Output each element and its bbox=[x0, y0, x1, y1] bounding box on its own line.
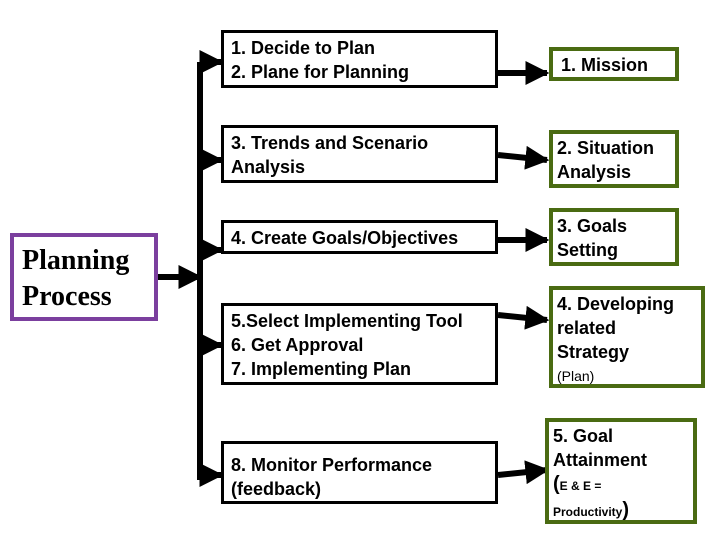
outcome-4-line-3: Strategy bbox=[557, 342, 630, 362]
outcome-5-note-line: (E & E = bbox=[553, 472, 693, 498]
root-label-line-1: Planning bbox=[22, 245, 130, 276]
outcome-4-line-2: related bbox=[557, 318, 617, 338]
outcome-1-line-1: 1. Mission bbox=[561, 55, 649, 75]
outcome-box-3: 3. Goals Setting bbox=[549, 208, 679, 266]
outcome-3-line-2: Setting bbox=[557, 240, 618, 260]
step-2-line-2: Analysis bbox=[231, 157, 306, 177]
step-5-line-2: (feedback) bbox=[231, 479, 322, 499]
outcome-4-line-1: 4. Developing bbox=[557, 294, 675, 314]
step-box-1: 1. Decide to Plan 2. Plane for Planning bbox=[221, 30, 498, 88]
result-line-4 bbox=[497, 305, 550, 330]
step-2-line-1: 3. Trends and Scenario bbox=[231, 133, 429, 153]
outcome-5-note-close: ) bbox=[622, 499, 630, 521]
outcome-5-note-text-2: Productivity bbox=[553, 505, 623, 519]
outcome-5-line-1: 5. Goal bbox=[553, 426, 614, 446]
step-box-5: 8. Monitor Performance (feedback) bbox=[221, 441, 498, 504]
planning-process-box: Planning Process bbox=[10, 233, 158, 321]
outcome-5-line-2: Attainment bbox=[553, 450, 647, 470]
outcome-box-4: 4. Developing related Strategy (Plan) bbox=[549, 286, 705, 388]
step-1-line-1: 1. Decide to Plan bbox=[231, 38, 376, 58]
root-label-line-2: Process bbox=[22, 281, 112, 312]
step-1-line-2: 2. Plane for Planning bbox=[231, 62, 410, 82]
result-line-2 bbox=[497, 145, 550, 170]
outcome-3-line-1: 3. Goals bbox=[557, 216, 628, 236]
step-3-line-1: 4. Create Goals/Objectives bbox=[231, 228, 459, 248]
step-box-2: 3. Trends and Scenario Analysis bbox=[221, 125, 498, 183]
outcome-box-2: 2. Situation Analysis bbox=[549, 130, 679, 188]
outcome-box-1: 1. Mission bbox=[549, 47, 679, 81]
step-4-line-1: 5.Select Implementing Tool bbox=[231, 311, 463, 331]
step-4-line-2: 6. Get Approval bbox=[231, 335, 364, 355]
step-5-line-1: 8. Monitor Performance bbox=[231, 455, 433, 475]
step-box-4: 5.Select Implementing Tool 6. Get Approv… bbox=[221, 303, 498, 385]
outcome-5-note-line-2: Productivity) bbox=[553, 498, 693, 524]
result-line-5 bbox=[497, 460, 550, 485]
outcome-2-line-2: Analysis bbox=[557, 162, 632, 182]
outcome-5-note-open: ( bbox=[553, 473, 560, 495]
outcome-4-note: (Plan) bbox=[557, 368, 595, 384]
outcome-5-note-text: E & E = bbox=[559, 479, 602, 493]
outcome-2-line-1: 2. Situation bbox=[557, 138, 655, 158]
step-box-3: 4. Create Goals/Objectives bbox=[221, 220, 498, 254]
step-4-line-3: 7. Implementing Plan bbox=[231, 359, 412, 379]
outcome-box-5: 5. Goal Attainment (E & E = Productivity… bbox=[545, 418, 697, 524]
